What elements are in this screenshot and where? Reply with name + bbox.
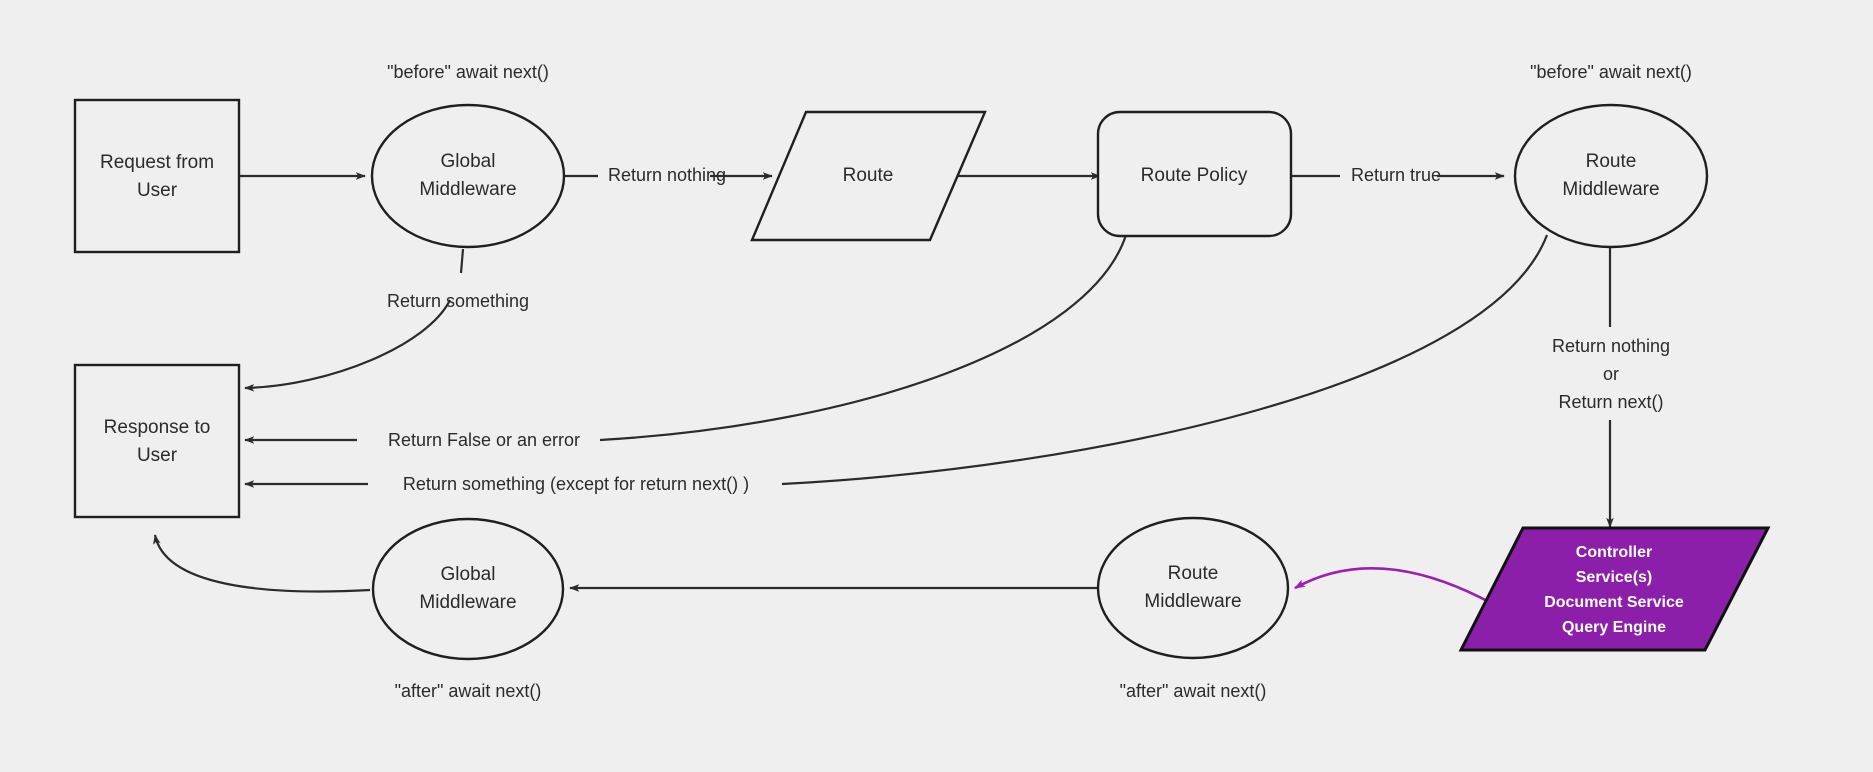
node-global-middleware-after[interactable]: Global Middleware	[371, 517, 565, 661]
node-request-from-user[interactable]: Request from User	[73, 98, 241, 254]
node-route-middleware-before[interactable]: Route Middleware	[1513, 103, 1709, 249]
edge-label-return-false-or-error: Return False or an error	[388, 430, 580, 450]
node-route-middleware-after[interactable]: Route Middleware	[1096, 516, 1290, 660]
node-response-to-user-line2: User	[137, 445, 178, 466]
node-controller-services[interactable]: Controller Service(s) Document Service Q…	[1458, 526, 1771, 652]
node-response-to-user-line1: Response to	[104, 417, 211, 438]
node-route-middleware-before-line2: Middleware	[1562, 179, 1659, 200]
node-route-label: Route	[843, 165, 894, 186]
node-controller-services-line1: Controller	[1576, 544, 1652, 561]
node-route-middleware-after-line1: Route	[1168, 563, 1219, 584]
node-response-to-user[interactable]: Response to User	[73, 363, 241, 519]
node-route[interactable]: Route	[750, 110, 987, 242]
node-global-middleware-after-line2: Middleware	[419, 592, 516, 613]
edge-route-middleware-return-something	[244, 234, 1549, 488]
node-global-middleware-before[interactable]: Global Middleware	[370, 103, 566, 249]
edge-label-return-something-except-next: Return something (except for return next…	[403, 474, 749, 494]
annotation-before-global-middleware: "before" await next()	[387, 62, 549, 82]
node-route-policy-label: Route Policy	[1141, 165, 1248, 186]
edge-label-return-nothing: Return nothing	[608, 165, 726, 185]
edge-controller-to-route-middleware-after	[1294, 566, 1494, 606]
edge-label-return-true: Return true	[1351, 165, 1441, 185]
node-route-policy[interactable]: Route Policy	[1096, 110, 1293, 238]
annotation-after-global-middleware: "after" await next()	[395, 681, 542, 701]
node-global-middleware-before-line1: Global	[441, 151, 496, 172]
node-global-middleware-before-line2: Middleware	[419, 179, 516, 200]
node-route-middleware-after-line2: Middleware	[1144, 591, 1241, 612]
edge-global-middleware-return-something	[244, 248, 465, 392]
node-controller-services-line3: Document Service	[1544, 594, 1684, 611]
edge-route-policy-return-false	[244, 234, 1128, 444]
edge-label-return-something-global: Return something	[387, 291, 529, 311]
annotation-before-route-middleware: "before" await next()	[1530, 62, 1692, 82]
node-route-middleware-before-line1: Route	[1586, 151, 1637, 172]
node-request-from-user-line1: Request from	[100, 152, 214, 173]
node-controller-services-line2: Service(s)	[1576, 569, 1653, 586]
node-global-middleware-after-line1: Global	[441, 564, 496, 585]
edge-label-return-nothing-or-next-line1: Return nothing	[1552, 336, 1670, 356]
edge-global-middleware-after-to-response	[153, 534, 371, 593]
node-request-from-user-line2: User	[137, 180, 178, 201]
node-controller-services-line4: Query Engine	[1562, 619, 1666, 636]
annotation-after-route-middleware: "after" await next()	[1120, 681, 1267, 701]
edge-label-return-nothing-or-next-line3: Return next()	[1558, 392, 1663, 412]
edge-label-return-nothing-or-next-line2: or	[1603, 364, 1619, 384]
